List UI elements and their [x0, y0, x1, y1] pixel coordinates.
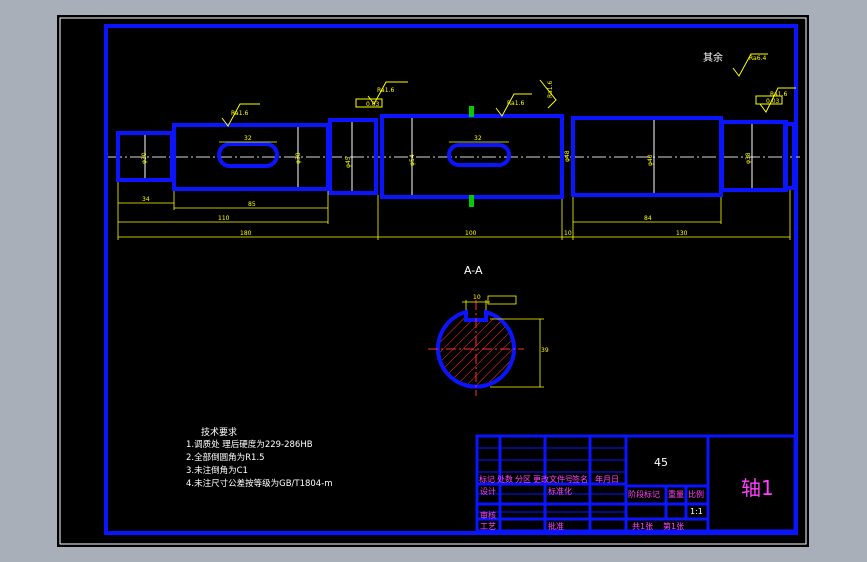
mark-header: 标记	[479, 474, 495, 484]
title-block	[475, 434, 797, 533]
tolerance-frame	[355, 98, 383, 108]
design-label: 设计	[480, 486, 496, 496]
review-label: 审核	[480, 510, 496, 520]
dim-34: 34	[142, 196, 150, 203]
process-label: 工艺	[480, 522, 496, 531]
step-lines	[144, 118, 753, 195]
roughness-mark: Ra1.6	[547, 81, 554, 98]
keyway-dim-right: 32	[474, 135, 482, 142]
diameter-label: φ38	[295, 152, 302, 164]
drawing-frame	[104, 24, 798, 535]
key-marker-top	[469, 106, 474, 117]
roughness-rest-value: Ra6.4	[749, 55, 766, 62]
approve-label: 批准	[548, 521, 564, 531]
diameter-labels: φ30 φ38 φ45 φ54 φ48 φ40 φ38	[141, 150, 752, 168]
scale-value: 1:1	[690, 507, 703, 516]
section-key-width: 10	[473, 294, 481, 301]
count-header: 处数	[497, 474, 513, 484]
roughness-mark: Ra1.6	[770, 91, 787, 98]
dimension-lines	[117, 182, 791, 240]
zone-header: 分区	[515, 475, 531, 484]
tolerance-frame	[755, 95, 783, 105]
dim-110: 110	[218, 215, 230, 222]
roughness-mark: Ra1.6	[231, 110, 248, 117]
key-marker-bottom	[469, 195, 474, 207]
part-name: 轴1	[741, 476, 774, 500]
tolerance-value: 0.03	[766, 98, 780, 105]
diameter-label: φ54	[409, 154, 416, 166]
stage-mark-label: 阶段标记	[628, 489, 660, 499]
diameter-label: φ40	[647, 154, 654, 166]
diameter-label: φ38	[745, 152, 752, 164]
drawing-canvas	[57, 15, 809, 547]
dim-84: 84	[644, 215, 652, 222]
tech-requirement-item: 2.全部倒圆角为R1.5	[186, 452, 265, 463]
dim-130: 130	[676, 230, 688, 237]
tech-requirement-item: 4.未注尺寸公差按等级为GB/T1804-m	[186, 478, 333, 489]
sheet-number: 第1张	[663, 521, 684, 531]
title-block-text: 45 轴1 标记 处数 分区 更改文件号 签名 年月日 设计 标准化 审核 工艺…	[479, 456, 774, 531]
diameter-label: φ30	[141, 152, 148, 164]
diameter-label: φ45	[345, 156, 352, 168]
drawing-border	[59, 17, 807, 545]
tech-requirement-item: 3.未注倒角为C1	[186, 465, 248, 476]
dim-85: 85	[248, 201, 256, 208]
tech-requirements-title: 技术要求	[201, 426, 237, 438]
roughness-mark: Ra1.6	[507, 100, 524, 107]
diameter-label: φ48	[564, 150, 571, 162]
roughness-rest-label: 其余	[703, 51, 723, 64]
change-doc-header: 更改文件号	[533, 474, 573, 484]
dim-100: 100	[465, 230, 477, 237]
dim-180: 180	[240, 230, 252, 237]
standardize-label: 标准化	[548, 486, 572, 496]
tech-requirement-item: 1.调质处 理后硬度为229-286HB	[186, 439, 313, 450]
tolerance-value: 0.03	[366, 101, 380, 108]
section-depth: 39	[541, 347, 549, 354]
scale-label: 比例	[688, 489, 704, 499]
title-block-grid	[477, 447, 626, 513]
dimension-values: 34 85 110 180 100 10 130 84	[142, 196, 688, 237]
date-header: 年月日	[595, 474, 619, 484]
roughness-labels: Ra1.6 Ra1.6 Ra1.6 Ra1.6 Ra1.6 Ra6.4	[231, 55, 787, 117]
roughness-symbols	[221, 53, 796, 127]
keyway-dim-left: 32	[244, 135, 252, 142]
sheets-total: 共1张	[632, 522, 653, 531]
sign-header: 签名	[572, 474, 588, 484]
section-label: A-A	[464, 264, 483, 277]
section-view	[428, 295, 544, 396]
roughness-mark: Ra1.6	[377, 87, 394, 94]
dim-10: 10	[564, 230, 572, 237]
weight-label: 重量	[668, 489, 684, 499]
material: 45	[654, 456, 668, 469]
tech-requirements: 技术要求 1.调质处 理后硬度为229-286HB 2.全部倒圆角为R1.5 3…	[186, 426, 333, 489]
